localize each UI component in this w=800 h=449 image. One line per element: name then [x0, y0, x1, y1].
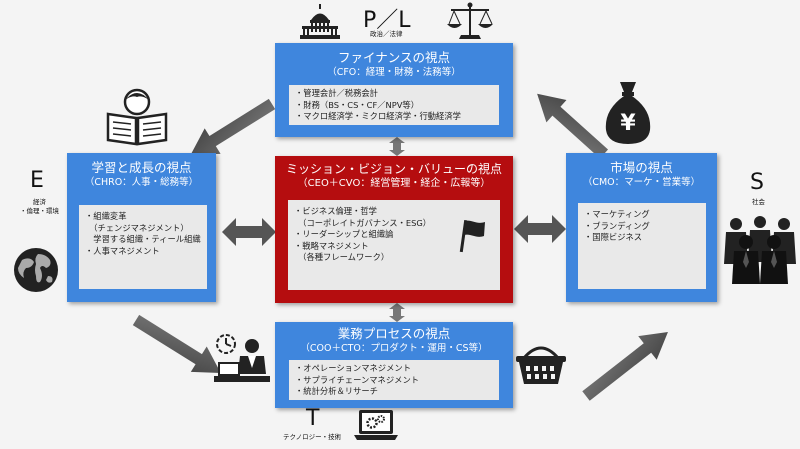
arrow-finance-to-learning [190, 98, 276, 155]
reading-person-icon [106, 88, 168, 146]
pestle-e-letter: E [30, 168, 44, 193]
process-item: ・サプライチェーンマネジメント [295, 374, 420, 385]
finance-item: ・財務（BS・CS・CF／NPV等） [295, 99, 419, 110]
svg-text:¥: ¥ [620, 111, 636, 136]
finance-items: ・管理会計／税務会計 ・財務（BS・CS・CF／NPV等） ・マクロ経済学・ミク… [289, 85, 499, 125]
pestle-p-letter: P／L [363, 8, 411, 33]
learning-item: 学習する組織・ティール組織 [85, 234, 201, 244]
process-item: ・オペレーションマネジメント [295, 363, 411, 373]
scales-of-justice-icon [447, 2, 493, 39]
learning-item: ・人事マネジメント [85, 245, 160, 256]
crowd-icon [724, 216, 796, 284]
finance-perspective-box: ファイナンスの視点 （CFO：経理・財務・法務等） ・管理会計／税務会計 ・財務… [275, 43, 513, 137]
arrow-market-to-finance [537, 93, 609, 159]
globe-icon [14, 248, 58, 292]
mission-item: （コーポレイトガバナンス・ESG） [294, 217, 432, 228]
mission-vision-value-box: ミッション・ビジョン・バリューの視点 （CEO＋CVO：経営管理・経企・広報等）… [275, 156, 513, 303]
market-title: 市場の視点 [610, 160, 673, 175]
laptop-gears-icon [354, 410, 398, 440]
market-item: ・マーケティング [584, 209, 650, 219]
market-item: ・国際ビジネス [584, 232, 643, 242]
market-items: ・マーケティング ・ブランディング ・国際ビジネス [578, 203, 706, 289]
finance-subtitle: （CFO：経理・財務・法務等） [327, 67, 461, 78]
capitol-building-icon [300, 4, 340, 39]
arrow-learning-to-process [132, 314, 221, 373]
learning-items: ・組織変革 （チェンジマネジメント） 学習する組織・ティール組織 ・人事マネジメ… [79, 205, 207, 289]
double-arrow-mission-process [389, 303, 405, 322]
shopping-basket-icon [516, 346, 566, 384]
flag-icon [459, 220, 485, 253]
mission-item: ・ビジネス倫理・哲学 [294, 206, 377, 216]
process-item: ・統計分析＆リサーチ [295, 386, 378, 396]
pestle-s-caption: 社会 [752, 198, 765, 206]
finance-item: ・マクロ経済学・ミクロ経済学・行動経済学 [295, 111, 461, 121]
arrow-process-to-market [582, 331, 668, 401]
mission-subtitle: （CEO＋CVO：経営管理・経企・広報等） [297, 178, 491, 189]
double-arrow-learning-mission [222, 218, 276, 246]
pestle-t-caption: テクノロジー・技術 [283, 433, 342, 441]
pestle-t-letter: T [306, 406, 320, 431]
mission-item: ・リーダーシップと組織論 [294, 229, 394, 239]
learning-item: ・組織変革 [85, 211, 127, 221]
mission-title: ミッション・ビジョン・バリューの視点 [285, 162, 502, 176]
mission-item: ・戦略マネジメント [294, 240, 369, 251]
market-subtitle: （CMO：マーケ・営業等） [582, 177, 701, 188]
double-arrow-finance-mission [389, 137, 405, 156]
mission-items: ・ビジネス倫理・哲学 （コーポレイトガバナンス・ESG） ・リーダーシップと組織… [288, 200, 500, 290]
market-perspective-box: 市場の視点 （CMO：マーケ・営業等） ・マーケティング ・ブランディング ・国… [566, 153, 717, 302]
pestle-p-caption: 政治／法律 [370, 30, 403, 38]
market-item: ・ブランディング [584, 220, 650, 231]
process-title: 業務プロセスの視点 [337, 326, 451, 341]
mission-item: （各種フレームワーク） [294, 252, 390, 262]
learning-item: （チェンジマネジメント） [85, 222, 189, 233]
process-subtitle: （COO＋CTO：プロダクト・運用・CS等） [300, 343, 488, 354]
learning-subtitle: （CHRO：人事・総務等） [84, 177, 199, 188]
learning-title: 学習と成長の視点 [91, 160, 192, 175]
finance-title: ファイナンスの視点 [337, 50, 450, 65]
pestle-s-letter: S [750, 170, 764, 195]
time-management-icon [214, 334, 270, 382]
business-process-perspective-box: 業務プロセスの視点 （COO＋CTO：プロダクト・運用・CS等） ・オペレーショ… [275, 322, 513, 408]
process-items: ・オペレーションマネジメント ・サプライチェーンマネジメント ・統計分析＆リサー… [289, 360, 499, 400]
double-arrow-mission-market [514, 215, 566, 243]
learning-growth-perspective-box: 学習と成長の視点 （CHRO：人事・総務等） ・組織変革 （チェンジマネジメント… [67, 153, 216, 302]
pestle-e-caption: 経済 ・倫理・環境 [20, 198, 59, 215]
money-bag-icon: ¥ [605, 82, 651, 144]
finance-item: ・管理会計／税務会計 [295, 88, 378, 98]
